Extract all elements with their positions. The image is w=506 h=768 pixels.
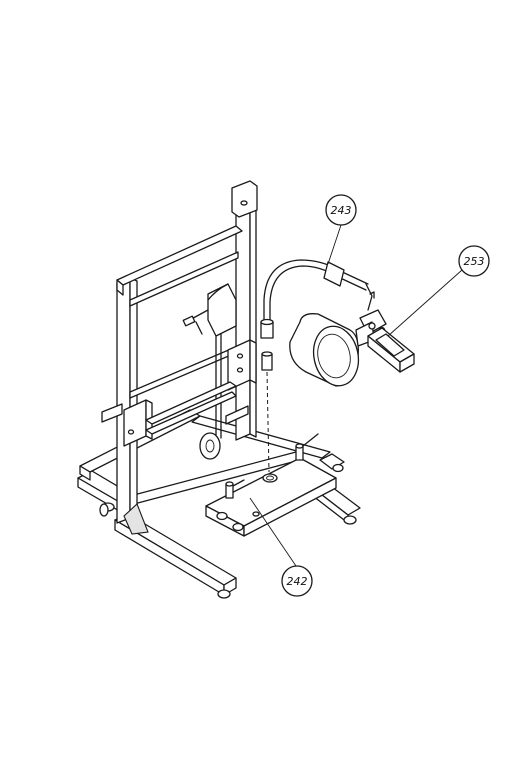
leader-242	[249, 497, 297, 567]
alignment-guide	[261, 351, 273, 473]
upright-frame	[99, 180, 258, 535]
callout-242: 242	[281, 565, 313, 597]
callout-253-label: 253	[464, 255, 485, 268]
part-253-clamp	[355, 269, 463, 373]
callout-243: 243	[325, 194, 357, 226]
callout-253: 253	[458, 245, 490, 277]
callout-243-label: 243	[331, 204, 352, 217]
part-243-arm-drum	[260, 221, 375, 387]
callout-242-label: 242	[287, 575, 308, 588]
